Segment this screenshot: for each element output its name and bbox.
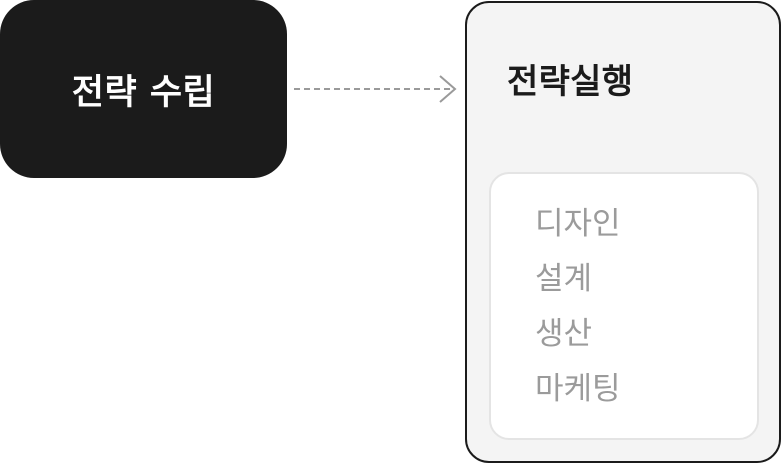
execution-item-engineering: 설계 bbox=[535, 261, 593, 297]
strategy-formulation-label: 전략 수립 bbox=[71, 72, 216, 113]
execution-item-design: 디자인 bbox=[535, 206, 621, 242]
strategy-execution-panel: 전략실행 디자인 설계 생산 마케팅 bbox=[465, 1, 781, 463]
execution-items-list: 디자인 설계 생산 마케팅 bbox=[535, 202, 621, 422]
strategy-formulation-node: 전략 수립 bbox=[0, 0, 287, 178]
arrowhead-icon bbox=[439, 75, 457, 103]
dashed-arrow-connector bbox=[294, 75, 457, 103]
strategy-execution-title: 전략실행 bbox=[507, 62, 634, 102]
execution-items-card: 디자인 설계 생산 마케팅 bbox=[489, 172, 759, 440]
execution-item-marketing: 마케팅 bbox=[535, 371, 621, 407]
execution-item-production: 생산 bbox=[535, 316, 593, 352]
